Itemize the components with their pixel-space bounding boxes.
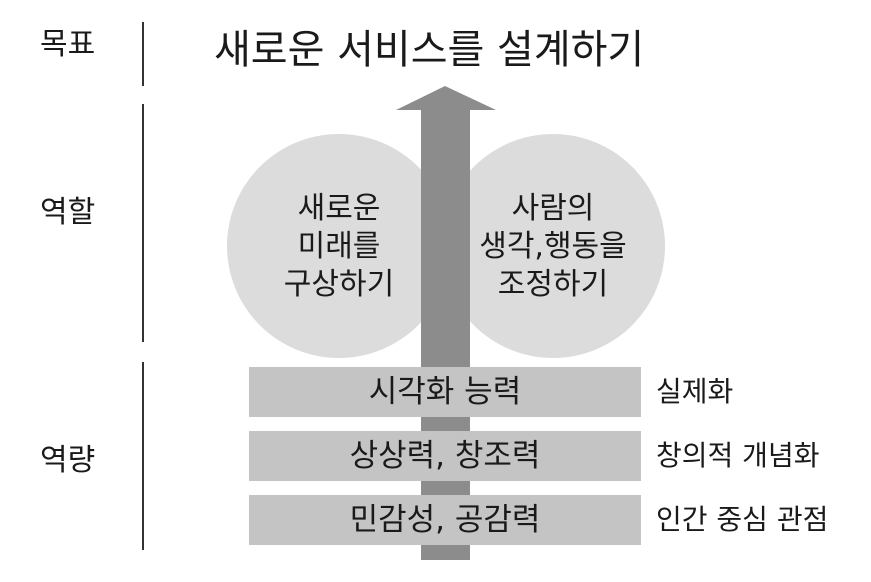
bar-imagination-note: 창의적 개념화	[656, 439, 820, 472]
bar-empathy-label: 민감성, 공감력	[349, 501, 541, 538]
role-divider	[142, 104, 144, 342]
bar-visualization: 시각화 능력	[249, 367, 641, 417]
goal-title: 새로운 서비스를 설계하기	[214, 27, 645, 73]
circle-right-text: 사람의 생각,행동을 조정하기	[479, 191, 627, 302]
capability-divider	[142, 362, 144, 550]
circle-right	[441, 134, 665, 358]
role-label: 역할	[40, 195, 96, 230]
goal-divider	[142, 22, 144, 86]
bar-visualization-label: 시각화 능력	[368, 373, 522, 410]
bar-empathy-note: 인간 중심 관점	[656, 503, 829, 536]
bar-imagination-label: 상상력, 창조력	[349, 437, 541, 474]
bar-visualization-note: 실제화	[656, 375, 734, 408]
bar-imagination: 상상력, 창조력	[249, 431, 641, 481]
circle-left	[227, 134, 451, 358]
bar-empathy: 민감성, 공감력	[249, 495, 641, 545]
capability-label: 역량	[40, 443, 96, 478]
goal-label: 목표	[40, 27, 96, 62]
circle-left-text: 새로운 미래를 구상하기	[283, 191, 395, 302]
